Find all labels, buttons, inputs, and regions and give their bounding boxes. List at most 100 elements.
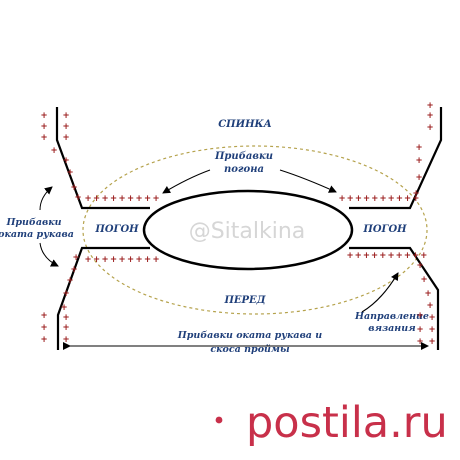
plus-mark: + xyxy=(62,335,69,345)
sleeve-increase-arrow-up xyxy=(39,186,53,211)
plus-mark: + xyxy=(396,194,403,204)
plus-mark: + xyxy=(379,194,386,204)
plus-mark: + xyxy=(118,194,125,204)
plus-mark: + xyxy=(62,133,69,143)
plus-mark: + xyxy=(62,289,69,299)
plus-mark: + xyxy=(363,194,370,204)
plus-mark: + xyxy=(412,189,419,199)
plus-mark: + xyxy=(70,265,77,275)
plus-mark: + xyxy=(110,255,117,265)
plus-mark: + xyxy=(428,337,435,347)
plus-mark: + xyxy=(40,133,47,143)
plus-mark: + xyxy=(371,194,378,204)
plus-mark: + xyxy=(40,122,47,132)
plus-mark: + xyxy=(426,101,433,111)
plus-mark: + xyxy=(40,335,47,345)
plus-mark: + xyxy=(62,156,69,166)
plus-mark: + xyxy=(426,301,433,311)
plus-mark: + xyxy=(424,289,431,299)
plus-mark: + xyxy=(404,251,411,261)
brand-logo-icon xyxy=(215,416,223,424)
right-strap-label: ПОГОН xyxy=(362,224,407,235)
plus-mark: + xyxy=(355,194,362,204)
right-back-outline xyxy=(349,107,443,210)
plus-mark: + xyxy=(371,251,378,261)
plus-mark: + xyxy=(363,251,370,261)
plus-mark: + xyxy=(416,311,423,321)
plus-mark: + xyxy=(355,251,362,261)
plus-mark: + xyxy=(415,156,422,166)
plus-mark: + xyxy=(118,255,125,265)
direction-label-line1: Направление xyxy=(354,311,429,322)
plus-mark: + xyxy=(426,123,433,133)
strap-increase-arrow-left xyxy=(162,169,211,194)
plus-mark: + xyxy=(93,194,100,204)
plus-mark: + xyxy=(110,194,117,204)
plus-mark: + xyxy=(404,194,411,204)
plus-mark: + xyxy=(93,255,100,265)
neck-opening-ellipse xyxy=(142,189,354,271)
plus-mark: + xyxy=(62,122,69,132)
plus-mark: + xyxy=(135,194,142,204)
sleeve-increase-arrow-down xyxy=(39,242,59,267)
strap-increase-arrow-right xyxy=(279,169,337,193)
plus-mark: + xyxy=(420,275,427,285)
front-label: ПЕРЕД xyxy=(223,295,266,306)
plus-mark: + xyxy=(388,194,395,204)
plus-mark: + xyxy=(62,313,69,323)
plus-mark: + xyxy=(152,194,159,204)
plus-mark: + xyxy=(347,194,354,204)
plus-mark: + xyxy=(338,194,345,204)
plus-mark: + xyxy=(135,255,142,265)
plus-mark: + xyxy=(420,251,427,261)
outline-dashed-ellipse xyxy=(82,145,428,315)
watermark-text: @Sitalkina xyxy=(189,219,306,244)
plus-mark: + xyxy=(60,303,67,313)
plus-mark: + xyxy=(416,337,423,347)
plus-mark: + xyxy=(428,313,435,323)
plus-mark: + xyxy=(415,173,422,183)
plus-mark: + xyxy=(84,255,91,265)
plus-mark: + xyxy=(66,168,73,178)
brand-text: postila.ru xyxy=(246,398,448,448)
plus-mark: + xyxy=(426,111,433,121)
sleeve-increases-label-line2: оката рукава xyxy=(0,229,74,240)
plus-mark: + xyxy=(74,193,81,203)
plus-mark: + xyxy=(62,323,69,333)
strap-increases-label-line2: погона xyxy=(224,164,264,175)
left-front-outline xyxy=(56,246,150,350)
plus-mark: + xyxy=(144,194,151,204)
plus-mark: + xyxy=(40,323,47,333)
right-front-outline xyxy=(349,246,440,350)
plus-mark: + xyxy=(50,146,57,156)
back-label: СПИНКА xyxy=(218,119,272,130)
plus-mark: + xyxy=(144,255,151,265)
plus-mark: + xyxy=(70,183,77,193)
plus-mark: + xyxy=(40,311,47,321)
plus-mark: + xyxy=(40,111,47,121)
plus-mark: + xyxy=(66,276,73,286)
plus-mark: + xyxy=(412,251,419,261)
plus-mark: + xyxy=(416,261,423,271)
plus-mark: + xyxy=(428,325,435,335)
sleeve-increases-label-line1: Прибавки xyxy=(5,217,61,228)
left-strap-label: ПОГОН xyxy=(94,224,139,235)
left-back-outline xyxy=(55,107,150,210)
bottom-note-line1: Прибавки оката рукава и xyxy=(177,330,322,341)
plus-mark: + xyxy=(84,194,91,204)
plus-mark: + xyxy=(152,255,159,265)
plus-mark: + xyxy=(101,255,108,265)
plus-mark: + xyxy=(416,325,423,335)
footer-brand: postila.ru xyxy=(215,398,448,448)
plus-mark: + xyxy=(396,251,403,261)
plus-mark: + xyxy=(127,255,134,265)
plus-mark: + xyxy=(412,194,419,204)
plus-mark: + xyxy=(379,251,386,261)
plus-mark: + xyxy=(346,251,353,261)
strap-increases-label-line1: Прибавки xyxy=(214,151,273,162)
plus-mark: + xyxy=(72,253,79,263)
direction-label-line2: вязания xyxy=(368,323,416,334)
plus-mark: + xyxy=(101,194,108,204)
